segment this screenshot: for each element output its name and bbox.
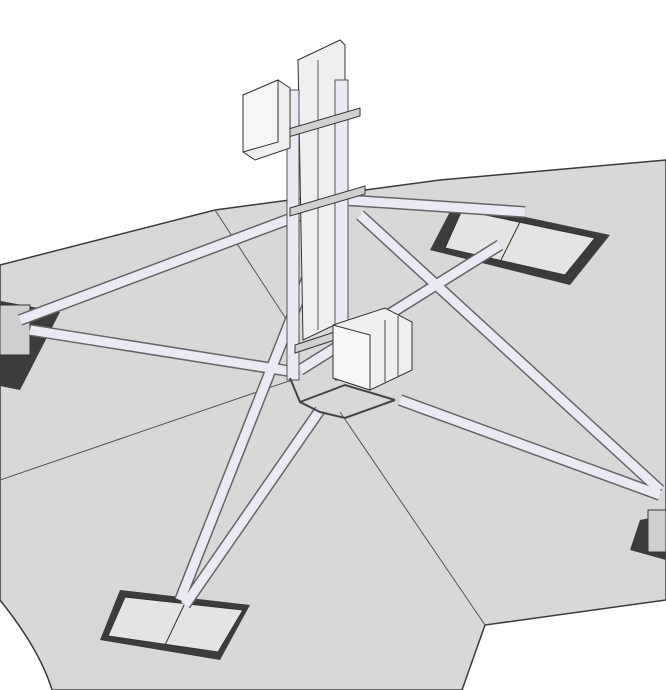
equipment-box-lower (332, 307, 413, 391)
equipment-box-upper (242, 79, 291, 161)
base-frame (289, 377, 396, 420)
ground-platform (0, 159, 666, 690)
ballast-pad-back-right (430, 202, 610, 285)
mast-poles (286, 79, 349, 381)
ballast-pad-right (630, 509, 666, 560)
ballast-pad-front (100, 590, 250, 660)
platform-seam (0, 209, 486, 626)
antenna-panel (297, 39, 346, 341)
